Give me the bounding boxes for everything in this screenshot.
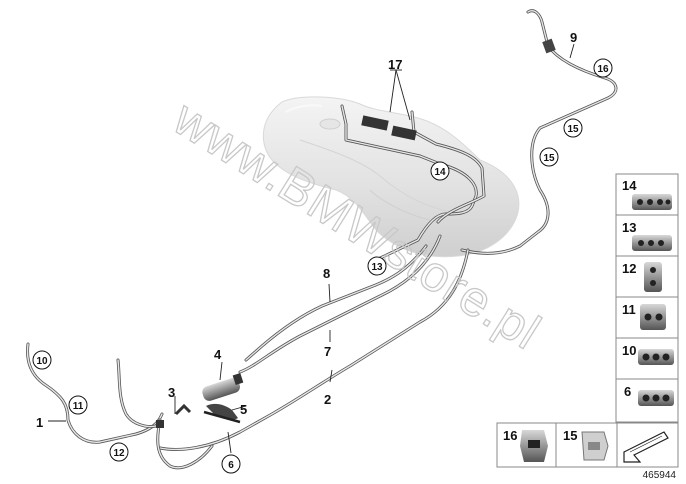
multi-clip-icon <box>638 390 674 406</box>
svg-text:10: 10 <box>36 356 48 367</box>
part-cell-10: 10 <box>622 343 674 365</box>
callout-9: 9 <box>570 30 577 45</box>
part-cell-13: 13 <box>622 220 672 251</box>
direction-arrow-icon <box>623 431 669 463</box>
part-cell-6: 6 <box>624 384 674 406</box>
circled-callout-10: 10 <box>32 350 52 370</box>
multi-clip-icon <box>638 349 674 365</box>
clamp-icon <box>581 431 609 461</box>
svg-text:14: 14 <box>434 167 446 178</box>
clip-icon <box>640 304 666 330</box>
callout-2: 2 <box>324 392 331 407</box>
svg-text:11: 11 <box>73 401 84 412</box>
circled-callout-15-lower: 15 <box>539 147 559 167</box>
holder-icon <box>520 430 548 462</box>
filter-bracket <box>203 403 241 424</box>
svg-text:16: 16 <box>597 64 609 75</box>
callout-4: 4 <box>214 347 222 362</box>
fuel-filter <box>202 373 244 401</box>
pipe-routes <box>26 9 618 470</box>
callout-1: 1 <box>36 415 43 430</box>
callout-5: 5 <box>240 402 247 417</box>
svg-text:15: 15 <box>567 124 579 135</box>
svg-text:13: 13 <box>371 262 383 273</box>
svg-text:12: 12 <box>622 261 636 276</box>
multi-clip-icon <box>632 194 672 210</box>
part-cell-16: 16 <box>503 428 548 462</box>
callout-8: 8 <box>323 266 330 281</box>
part-cell-12: 12 <box>622 261 662 292</box>
svg-text:13: 13 <box>622 220 636 235</box>
svg-text:6: 6 <box>624 384 631 399</box>
parts-panel-column: 14 13 12 11 <box>615 173 679 423</box>
plain-callouts: 1 2 3 4 5 7 8 9 17 <box>36 30 577 430</box>
part-cell-14: 14 <box>622 178 672 210</box>
pipe-connector <box>156 403 192 428</box>
fuel-tank <box>262 96 520 258</box>
circled-callout-12: 12 <box>109 442 129 462</box>
circled-callout-11: 11 <box>68 395 88 415</box>
part-cell-11: 11 <box>622 302 666 330</box>
circled-callout-14: 14 <box>430 161 450 181</box>
callout-17: 17 <box>388 57 402 72</box>
circled-callout-16: 16 <box>593 58 613 78</box>
circled-callout-15-upper: 15 <box>563 118 583 138</box>
part-cell-15: 15 <box>563 428 609 461</box>
svg-text:12: 12 <box>113 448 125 459</box>
callout-7: 7 <box>324 344 331 359</box>
svg-text:6: 6 <box>228 460 234 471</box>
circled-callout-6: 6 <box>221 454 241 474</box>
svg-text:15: 15 <box>543 153 555 164</box>
clip-icon <box>644 262 662 292</box>
svg-text:15: 15 <box>563 428 577 443</box>
circled-callouts: 6 10 11 12 13 14 15 15 <box>32 58 613 474</box>
circled-callout-13: 13 <box>367 256 387 276</box>
multi-clip-icon <box>632 235 672 251</box>
svg-text:10: 10 <box>622 343 636 358</box>
svg-text:14: 14 <box>622 178 637 193</box>
leader-lines <box>48 43 575 454</box>
parts-panel-row: 16 15 <box>496 422 679 468</box>
svg-text:11: 11 <box>622 302 636 317</box>
reference-number: 465944 <box>643 470 677 481</box>
part-cell-arrow <box>623 431 669 463</box>
callout-3: 3 <box>168 385 175 400</box>
svg-text:16: 16 <box>503 428 517 443</box>
